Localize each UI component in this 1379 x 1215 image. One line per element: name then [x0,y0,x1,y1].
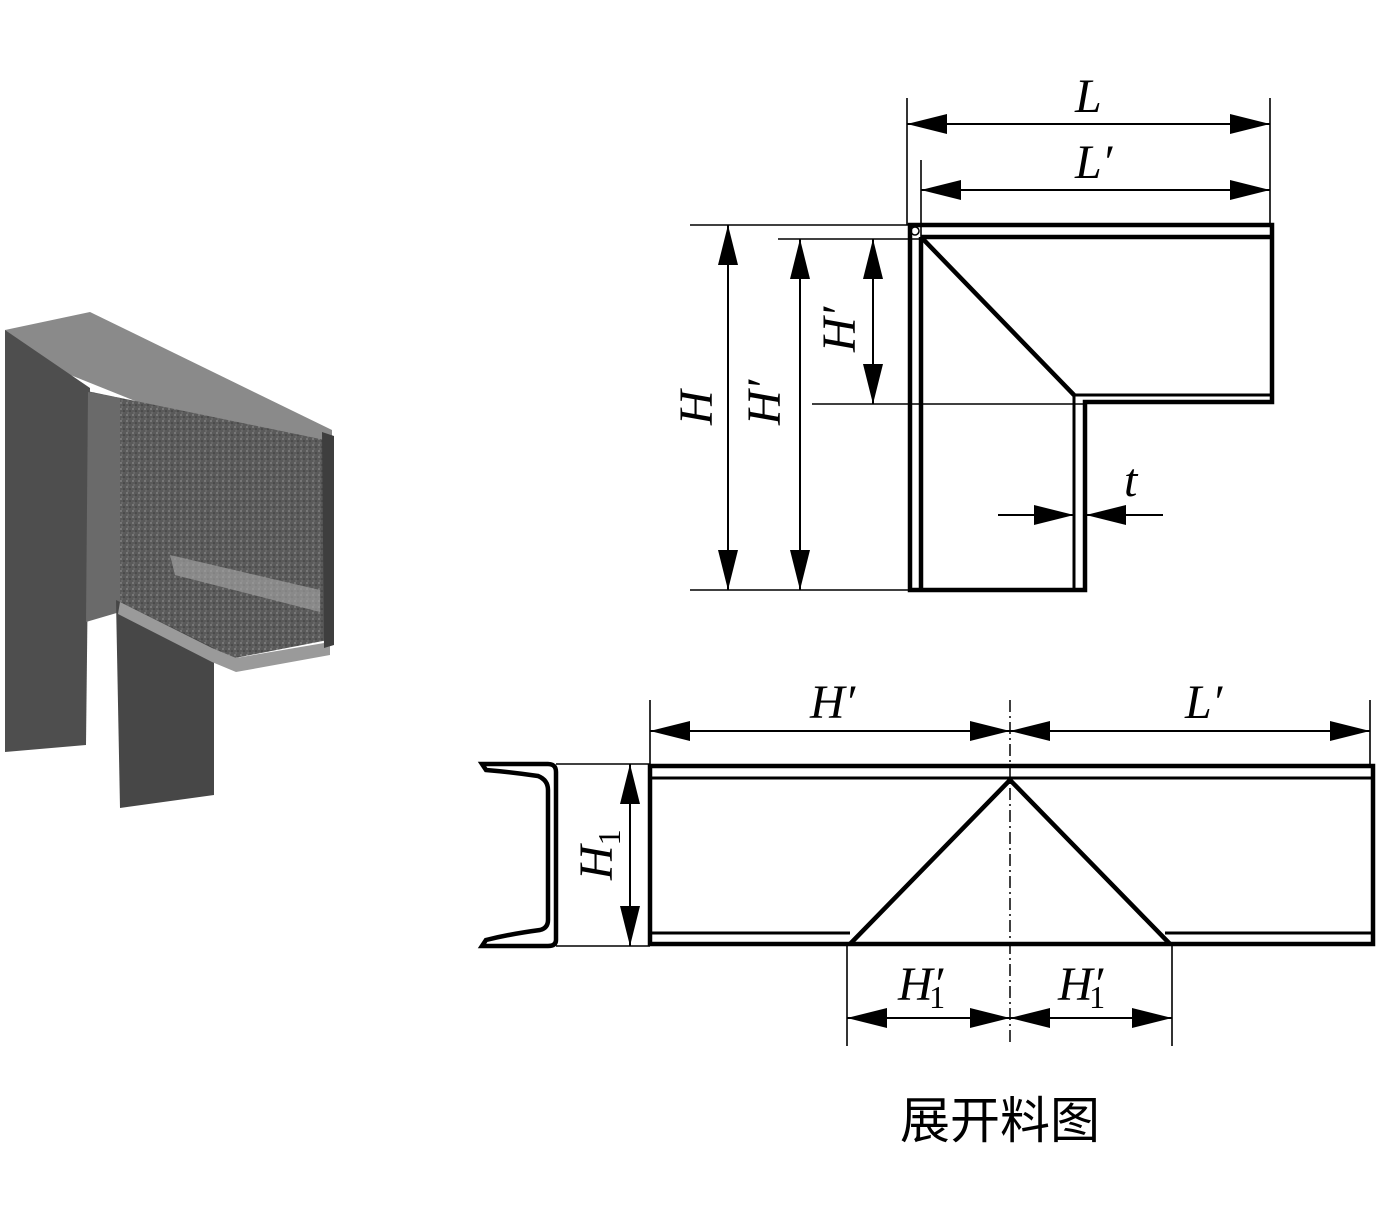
photo-vertical-edge [86,392,120,622]
devHp-label: H′ [809,676,857,729]
blank-outline [647,763,1376,947]
photo-highlight [170,555,320,612]
photo-end-face [322,432,334,648]
photo-top-flange [5,312,332,450]
miter-line [919,235,1076,397]
product-photo [5,312,334,808]
caption: 展开料图 [900,1092,1100,1150]
Hp-inner-label: H′ [813,305,866,353]
assembled-view: L L′ H H′ H′ t [670,70,1275,593]
H-label: H [670,388,723,426]
photo-left-flange [5,330,90,752]
devLp-label: L′ [1184,676,1224,729]
H1p-left-label: H′1 [897,958,945,1015]
v-notch [848,776,1172,946]
H1p-right-label: H′1 [1057,958,1105,1015]
t-label: t [1124,454,1139,507]
photo-vertical-stem [116,600,214,808]
L-label: L [1074,70,1102,123]
corner-mark [910,226,920,236]
channel-section [477,761,559,949]
photo-bottom-flange [118,602,330,672]
Lp-label: L′ [1074,136,1114,189]
Hp-outer-label: H′ [738,378,791,426]
development-view: H1 H′ L′ H′1 H′1 展开料图 [477,676,1376,1150]
H1-label: H1 [570,829,627,881]
